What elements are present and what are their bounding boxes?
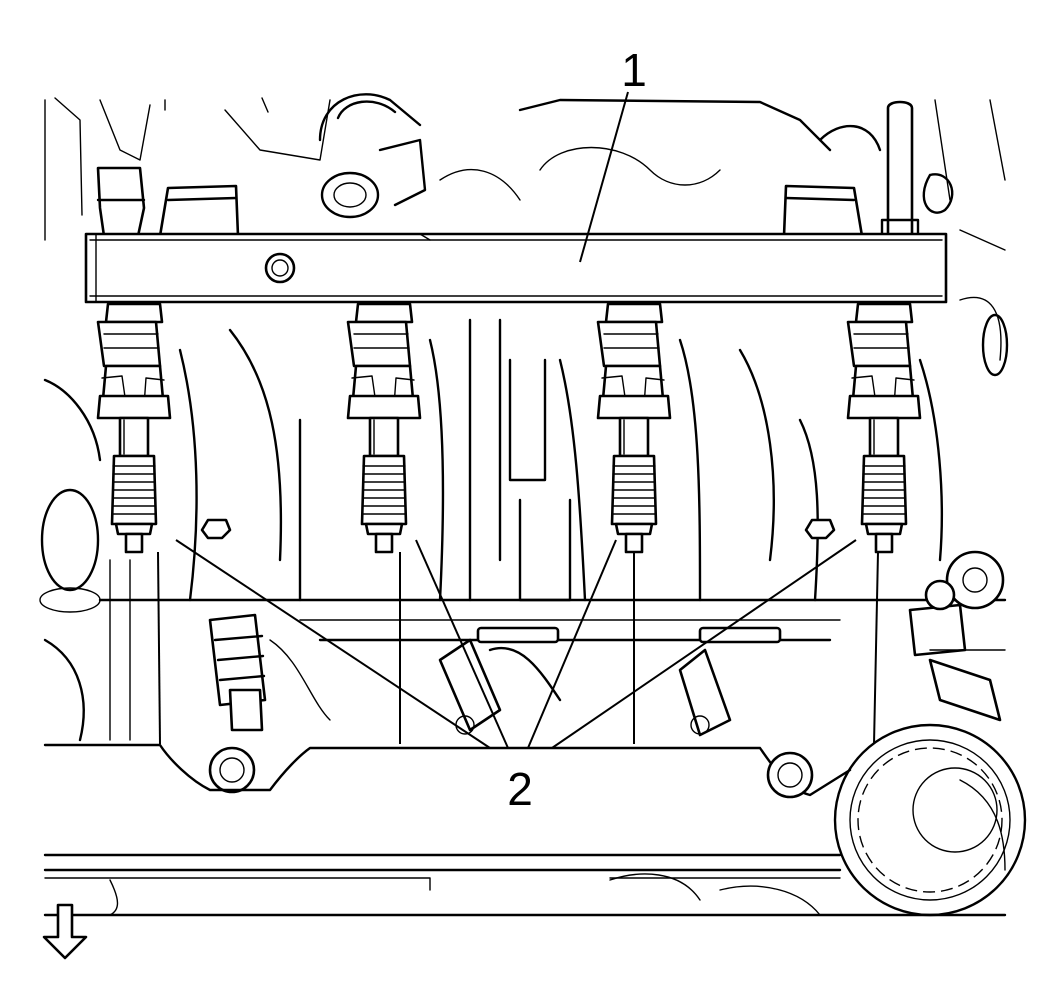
fuel-injectors [96,302,922,554]
callout-1-label: 1 [621,44,647,96]
callout-1-leader [579,91,629,263]
background-engine-lines [39,93,1027,917]
fuel-injector [96,302,172,554]
callout-2-label: 2 [507,763,533,815]
fuel-injector [846,302,922,554]
callout-2-leaders [157,539,879,749]
bolt [200,518,232,540]
fuel-injector [346,302,422,554]
bolt [804,518,836,540]
down-arrow-icon [42,903,88,960]
fuel-injector [596,302,672,554]
fuel-rail [84,100,948,304]
